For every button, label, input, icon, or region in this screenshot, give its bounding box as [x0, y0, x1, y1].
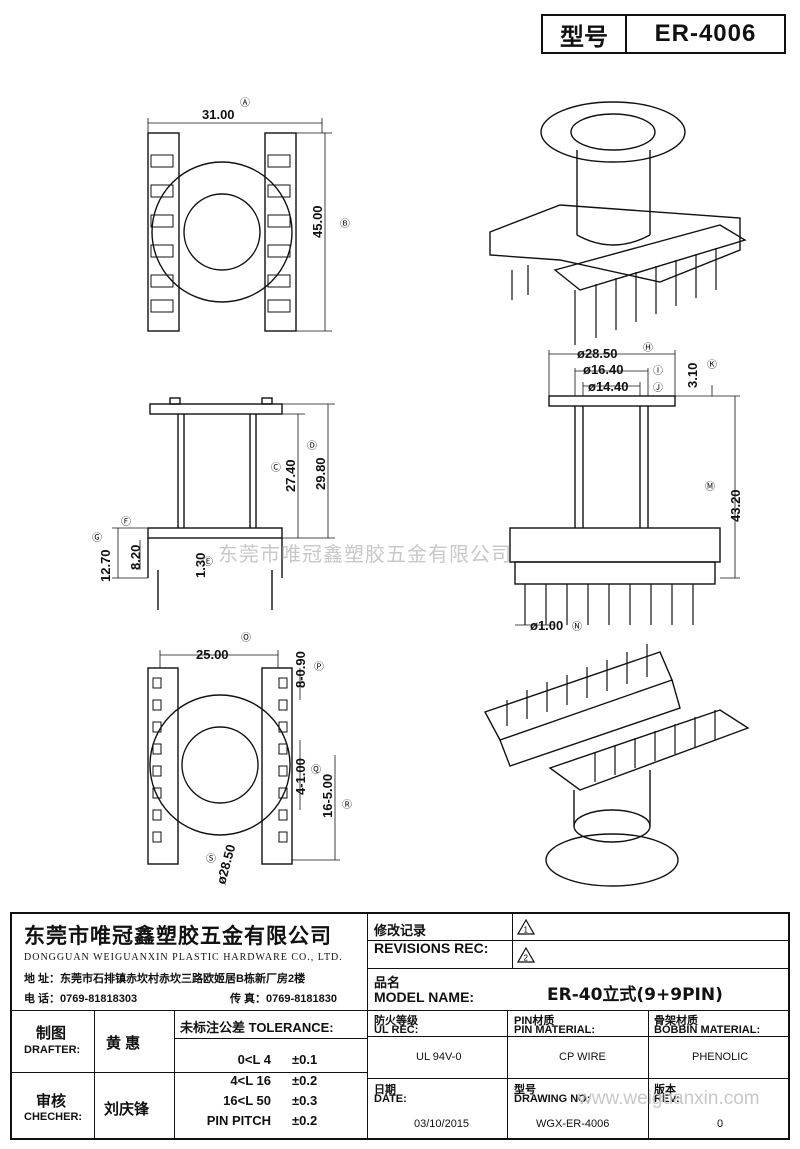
dim-b-value: 45.00	[310, 205, 325, 238]
dim-h-value: ø28.50	[577, 346, 617, 361]
dim-g-value: 12.70	[98, 549, 113, 582]
dim-a-value: 31.00	[202, 107, 235, 122]
dim-b-label: Ⓑ	[340, 218, 350, 230]
revision-en: REV:	[654, 1093, 680, 1105]
dim-a-label: Ⓐ	[240, 97, 250, 109]
model-value: ER-4006	[654, 20, 757, 47]
drawing-no-en: DRAWING NO:	[514, 1093, 591, 1105]
tolerance-range-3: 16<L 50	[223, 1093, 271, 1108]
revision-1-triangle: 1	[517, 919, 535, 935]
dim-o-label: Ⓞ	[241, 632, 251, 644]
dim-f-value: 8.20	[128, 545, 143, 570]
dim-m-value: 43.20	[728, 489, 743, 522]
model-name-en: MODEL NAME:	[374, 989, 475, 1005]
dim-c-value: 27.40	[283, 459, 298, 492]
dim-s-value: ø28.50	[213, 843, 238, 886]
dim-g-label: Ⓖ	[92, 532, 102, 544]
fire-rating-cn: 防火等级	[374, 1015, 418, 1027]
dim-j-value: ø14.40	[588, 379, 628, 394]
checker-value: 刘庆锋	[104, 1101, 150, 1118]
dim-s-label: Ⓢ	[206, 853, 216, 865]
dim-i-value: ø16.40	[583, 362, 623, 377]
fire-rating-en: UL REC:	[374, 1024, 419, 1036]
model-header: 型号 ER-4006	[541, 14, 786, 54]
dim-e-label: Ⓔ	[203, 556, 213, 568]
dim-r-label: Ⓡ	[342, 799, 352, 811]
tolerance-header: 未标注公差 TOLERANCE:	[180, 1020, 334, 1035]
dim-j-label: Ⓙ	[653, 382, 663, 394]
isometric-view-top	[489, 101, 747, 345]
tolerance-range-2: 4<L 16	[230, 1073, 271, 1088]
dim-m-label: Ⓜ	[705, 481, 715, 493]
tolerance-value-1: ±0.1	[292, 1052, 318, 1067]
url-watermark: www.weiguanxin.com	[578, 1088, 760, 1109]
dim-o-value: 25.00	[196, 647, 229, 662]
fire-rating-value: UL 94V-0	[416, 1051, 462, 1063]
title-block: 东莞市唯冠鑫塑胶五金有限公司 DONGGUAN WEIGUANXIN PLAST…	[10, 912, 790, 1140]
revision-2-triangle: 2	[517, 947, 535, 963]
drawing-no-value: WGX-ER-4006	[536, 1118, 610, 1130]
checker-cn: 审核	[36, 1093, 67, 1110]
drafter-en: DRAFTER:	[24, 1044, 81, 1056]
company-fax: 传 真：0769-8181830	[230, 993, 338, 1005]
dim-k-value: 3.10	[685, 363, 700, 388]
dim-k-label: Ⓚ	[707, 359, 717, 371]
model-name-cn: 品名	[374, 975, 401, 990]
company-name-en: DONGGUAN WEIGUANXIN PLASTIC HARDWARE CO.…	[24, 952, 343, 963]
date-cn: 日期	[374, 1084, 396, 1096]
date-en: DATE:	[374, 1093, 407, 1105]
dim-q-value: 4-1.00	[293, 758, 308, 795]
dim-c-label: Ⓒ	[271, 462, 281, 474]
bobbin-material-en: BOBBIN MATERIAL:	[654, 1024, 761, 1036]
tolerance-range-1: 0<L 4	[237, 1052, 271, 1067]
bobbin-material-cn: 骨架材质	[654, 1015, 698, 1027]
pin-material-en: PIN MATERIAL:	[514, 1024, 596, 1036]
drafter-cn: 制图	[36, 1025, 67, 1042]
dim-d-value: 29.80	[313, 457, 328, 490]
dim-i-label: Ⓘ	[653, 365, 663, 377]
front-view	[509, 350, 740, 626]
dim-h-label: Ⓗ	[643, 342, 653, 354]
dim-q-label: Ⓠ	[311, 764, 321, 776]
company-name-cn: 东莞市唯冠鑫塑胶五金有限公司	[24, 924, 332, 948]
company-address: 地 址：东莞市石排镇赤坎村赤坎三路欧姬居B栋新厂房2楼	[24, 973, 306, 985]
company-phone: 电 话：0769-81818303	[24, 993, 138, 1005]
revisions-en: REVISIONS REC:	[374, 940, 489, 956]
dim-e-value: 1.30	[193, 553, 208, 578]
dim-f-label: Ⓕ	[121, 516, 131, 528]
bobbin-material-value: PHENOLIC	[692, 1051, 749, 1063]
dim-r-value: 16-5.00	[320, 774, 335, 818]
pin-material-value: CP WIRE	[559, 1051, 606, 1063]
pin-material-cn: PIN材质	[514, 1015, 555, 1027]
dim-d-label: Ⓓ	[307, 440, 317, 452]
dim-n-value: ø1.00	[530, 618, 563, 633]
model-name-value: ER-40立式(9+9PIN)	[547, 985, 723, 1005]
revision-1-number: 1	[524, 926, 529, 935]
company-watermark: 东莞市唯冠鑫塑胶五金有限公司	[218, 544, 512, 566]
bottom-view	[147, 650, 340, 865]
date-value: 03/10/2015	[414, 1118, 470, 1130]
model-label: 型号	[543, 16, 627, 52]
revisions-cn: 修改记录	[374, 923, 427, 938]
tolerance-value-3: ±0.3	[292, 1093, 318, 1108]
top-view	[147, 118, 332, 332]
drafter-value: 黄 惠	[106, 1035, 141, 1052]
revision-cn: 版本	[654, 1084, 676, 1096]
tolerance-value-2: ±0.2	[292, 1073, 318, 1088]
isometric-view-bottom	[483, 644, 750, 887]
drawing-no-cn: 型号	[514, 1084, 536, 1096]
technical-drawing: 31.00 Ⓐ 45.00 Ⓑ 27.40 Ⓒ 29.80 Ⓓ 1.30 Ⓔ 8…	[92, 97, 750, 887]
revision-2-number: 2	[524, 954, 529, 963]
dim-n-label: Ⓝ	[572, 621, 582, 633]
checker-en: CHECHER:	[24, 1111, 83, 1123]
dim-p-label: Ⓟ	[314, 661, 324, 673]
tolerance-value-4: ±0.2	[292, 1113, 318, 1128]
tolerance-range-4: PIN PITCH	[206, 1113, 271, 1128]
dim-p-value: 8-0.90	[293, 651, 308, 688]
revision-value: 0	[717, 1118, 724, 1130]
side-view	[112, 397, 335, 610]
